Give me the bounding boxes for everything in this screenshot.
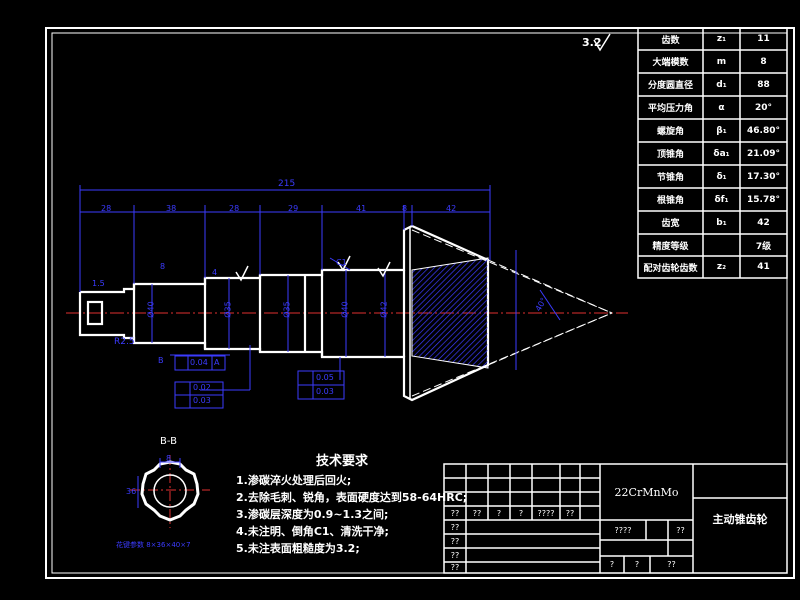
title-cell: ???? xyxy=(537,508,555,518)
param-val: 20° xyxy=(754,102,773,113)
dimension-lines xyxy=(79,185,561,391)
title-cell: ???? xyxy=(614,525,632,535)
param-name: 精度等级 xyxy=(652,241,689,252)
section-height-label: 36 xyxy=(126,487,137,496)
param-val: 88 xyxy=(757,79,770,90)
param-sym: α xyxy=(718,102,725,113)
cone-lines xyxy=(411,229,613,397)
param-val: 42 xyxy=(757,217,770,228)
param-name: 齿宽 xyxy=(661,219,680,229)
param-sym: z₂ xyxy=(716,262,727,272)
param-val: 21.09° xyxy=(747,148,780,159)
dim-seg-1: 28 xyxy=(101,204,112,213)
param-name: 根锥角 xyxy=(656,196,684,206)
param-name: 螺旋角 xyxy=(656,127,684,137)
dim-radius: R2.5 xyxy=(114,337,135,347)
param-name: 齿数 xyxy=(661,35,680,46)
title-cell: ?? xyxy=(450,550,460,560)
section-note: 花键参数 8×36×40×7 xyxy=(116,541,191,549)
title-cell: ?? xyxy=(450,508,460,518)
dim-misc-1: 1.5 xyxy=(92,279,105,288)
param-sym: b₁ xyxy=(716,217,727,228)
param-sym: δa₁ xyxy=(713,148,730,159)
param-sym: δf₁ xyxy=(714,194,729,205)
param-table-grid xyxy=(637,27,788,279)
tech-item-2: 2.去除毛刺、锐角，表面硬度达到58-64HRC; xyxy=(236,491,468,504)
dim-dia-5: Ø42 xyxy=(379,301,389,318)
dim-misc-4: C1 xyxy=(336,258,347,267)
dim-dia-2: Ø35 xyxy=(223,301,233,318)
title-cell: ?? xyxy=(667,560,676,569)
roughness-symbols xyxy=(235,33,611,282)
title-cell: ?? xyxy=(450,536,460,546)
tol-box1-a: 0.02 xyxy=(193,383,211,392)
gear-hatch xyxy=(411,257,489,369)
param-name: 平均压力角 xyxy=(647,104,693,114)
spline-section xyxy=(130,455,210,528)
param-val: 15.78° xyxy=(747,194,780,205)
param-sym: d₁ xyxy=(716,79,727,90)
dim-seg-5: 41 xyxy=(356,204,367,213)
part-name: 主动锥齿轮 xyxy=(712,513,768,526)
dim-seg-2: 38 xyxy=(166,204,177,213)
section-title: B-B xyxy=(160,436,177,447)
title-cell: ?? xyxy=(450,563,460,572)
tol-box2-b: 0.03 xyxy=(316,387,334,396)
outer-frame xyxy=(45,27,795,579)
dim-misc-3: 4 xyxy=(212,268,218,277)
tolerance-frames xyxy=(174,355,345,409)
roughness-note: 3.2 xyxy=(582,36,602,49)
param-val: 41 xyxy=(757,262,770,272)
dim-overall: 215 xyxy=(278,179,296,189)
title-cell: ? xyxy=(496,508,502,518)
dim-misc-2: 8 xyxy=(160,262,166,271)
inner-frame xyxy=(51,32,788,574)
tech-item-5: 5.未注表面粗糙度为3.2; xyxy=(236,542,360,555)
title-cell: ? xyxy=(634,560,640,569)
param-val: 7级 xyxy=(755,241,772,252)
param-name: 大端模数 xyxy=(652,58,689,68)
title-cell: ? xyxy=(518,508,524,518)
dim-seg-6: 8 xyxy=(402,204,408,213)
dim-misc-5: B xyxy=(158,356,164,365)
param-val: 11 xyxy=(757,34,770,44)
param-name: 顶锥角 xyxy=(656,150,684,160)
title-cell: ?? xyxy=(450,522,460,532)
section-width-label: 8 xyxy=(166,454,172,463)
dim-seg-7: 42 xyxy=(446,204,457,213)
param-val: 46.80° xyxy=(747,125,780,136)
param-sym: m xyxy=(716,56,727,67)
param-name: 分度圆直径 xyxy=(647,81,693,91)
dim-dia-4: Ø40 xyxy=(340,301,350,318)
tech-item-1: 1.渗碳淬火处理后回火; xyxy=(236,474,352,487)
tech-item-4: 4.未注明、倒角C1、清洗干净; xyxy=(236,525,389,538)
tol-box1-b: 0.03 xyxy=(193,396,211,405)
title-cell: ? xyxy=(609,560,615,569)
param-sym xyxy=(703,234,740,256)
tol-box2-a: 0.05 xyxy=(316,373,334,382)
param-name: 配对齿轮齿数 xyxy=(643,263,698,274)
dim-dia-3: Ø35 xyxy=(282,301,292,318)
tech-title: 技术要求 xyxy=(316,454,369,469)
title-cell: ?? xyxy=(565,508,575,518)
param-sym: δ₁ xyxy=(716,171,727,182)
param-sym: β₁ xyxy=(716,125,727,136)
tech-item-3: 3.渗碳层深度为0.9~1.3之间; xyxy=(236,508,389,521)
title-cell: ?? xyxy=(472,508,482,518)
material-label: 22CrMnMo xyxy=(614,485,679,499)
dim-seg-3: 28 xyxy=(229,204,240,213)
dim-seg-4: 29 xyxy=(288,204,299,213)
title-cell: ?? xyxy=(676,525,685,535)
tol-datum: A xyxy=(214,358,220,367)
dim-dia-1: Ø40 xyxy=(146,301,156,318)
title-block-grid xyxy=(443,463,788,574)
tol-runout: 0.04 xyxy=(190,358,208,367)
param-val: 8 xyxy=(760,56,767,67)
param-sym: z₁ xyxy=(716,34,727,44)
param-name: 节锥角 xyxy=(656,173,684,183)
param-val: 17.30° xyxy=(747,171,780,182)
